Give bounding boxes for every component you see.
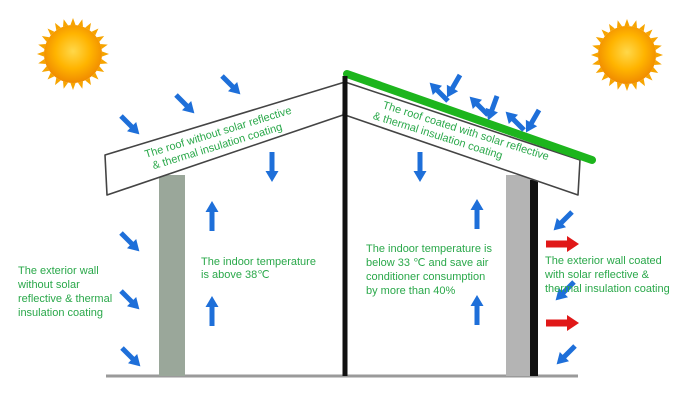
arrow-down-icon [555,280,576,301]
arrow-up-icon [469,96,490,117]
arrow-down-icon [446,73,463,98]
roof-coating [343,70,596,164]
arrow-right-icon [546,236,579,252]
arrow-down-icon [220,74,241,95]
arrow-down-icon [174,93,195,114]
right-indoor-label: The indoor temperature is below 33 ℃ and… [366,243,495,297]
left-wall-label: The exterior wall without solar reflecti… [17,265,115,319]
arrow-down-icon [119,114,140,135]
arrow-down-icon [120,346,141,367]
arrow-down-icon [413,152,427,182]
left-wall [159,175,185,376]
left-indoor-label: The indoor temperature is above 38℃ [201,256,319,281]
arrow-up-icon [429,82,450,103]
arrow-down-icon [525,108,542,133]
right-wall [506,175,532,376]
arrow-down-icon [556,344,577,365]
right-wall-label: The exterior wall coated with solar refl… [544,255,670,295]
arrow-up-icon [205,296,219,326]
arrow-down-icon [119,231,140,252]
arrow-down-icon [553,210,574,231]
arrow-up-icon [470,199,484,229]
arrow-down-icon [265,152,279,182]
arrow-up-icon [470,295,484,325]
arrow-up-icon [505,111,526,132]
sun-icon [37,18,109,90]
arrow-up-icon [205,201,219,231]
heat-arrows [119,73,579,367]
arrow-down-icon [485,95,500,121]
arrow-down-icon [119,289,140,310]
sun-icon [591,19,663,91]
arrow-right-icon [546,315,579,331]
right-wall-coating [530,180,538,376]
